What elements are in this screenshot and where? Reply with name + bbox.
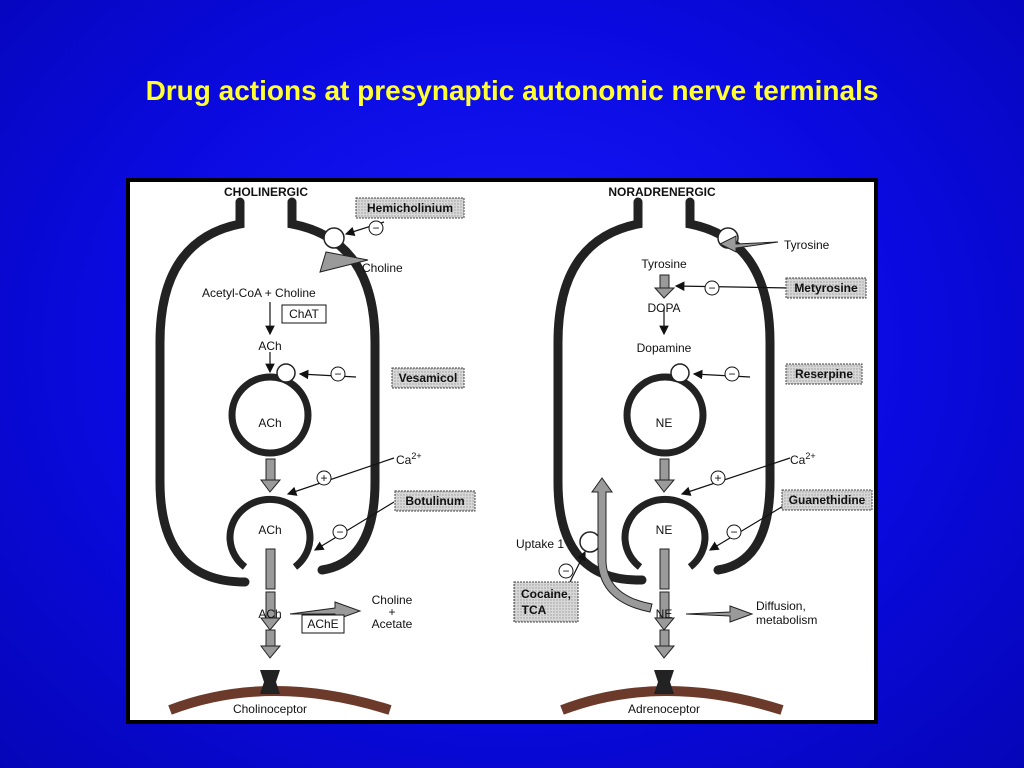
cholinoceptor-label: Cholinoceptor: [233, 702, 307, 716]
dopa-label: DOPA: [647, 301, 680, 315]
metabolism-label: metabolism: [756, 613, 817, 627]
cholinergic-terminal: [155, 197, 476, 715]
diffusion-label: Diffusion,: [756, 599, 806, 613]
ach-cytoplasm-label: ACh: [258, 339, 281, 353]
hemicholinium-label: Hemicholinium: [367, 201, 453, 215]
adrenoceptor-label: Adrenoceptor: [628, 702, 700, 716]
minus-symbol: −: [730, 525, 737, 539]
botulinum-label: Botulinum: [405, 494, 464, 508]
calcium-label-cholinergic: Ca2+: [396, 451, 422, 467]
guanethidine-label: Guanethidine: [789, 493, 866, 507]
uptake-1-label: Uptake 1: [516, 537, 564, 551]
tca-label: TCA: [522, 603, 547, 617]
ache-label: AChE: [307, 617, 338, 631]
chat-label: ChAT: [289, 307, 319, 321]
acetyl-coa-label: Acetyl-CoA + Choline: [202, 286, 316, 300]
vesamicol-label: Vesamicol: [399, 371, 458, 385]
minus-symbol: −: [336, 525, 343, 539]
reserpine-label: Reserpine: [795, 367, 853, 381]
products-acetate-label: Acetate: [372, 617, 413, 631]
cocaine-label: Cocaine,: [521, 587, 571, 601]
products-choline-label: Choline: [372, 593, 413, 607]
noradrenergic-terminal: [513, 197, 873, 715]
cholinergic-header: CHOLINERGIC: [224, 185, 308, 199]
choline-uptake-label: Choline: [362, 261, 403, 275]
ach-release-label: ACh: [258, 523, 281, 537]
tyrosine-inside-label: Tyrosine: [641, 257, 687, 271]
plus-symbol: +: [714, 471, 721, 485]
calcium-label-noradrenergic: Ca2+: [790, 451, 816, 467]
minus-symbol: −: [562, 564, 569, 578]
ach-vesicle-label: ACh: [258, 416, 281, 430]
diagram-canvas: CHOLINERGIC Hemicholinium Choline Acetyl…: [155, 185, 873, 716]
minus-symbol: −: [728, 367, 735, 381]
products-plus-label: +: [388, 605, 395, 619]
diagram-figure: CHOLINERGIC Hemicholinium Choline Acetyl…: [126, 178, 878, 724]
minus-symbol: −: [708, 281, 715, 295]
minus-symbol: −: [372, 221, 379, 235]
ne-cleft-label: NE: [656, 607, 673, 621]
dopamine-label: Dopamine: [637, 341, 692, 355]
slide-title: Drug actions at presynaptic autonomic ne…: [145, 75, 879, 106]
ne-vesicle-label: NE: [656, 416, 673, 430]
ne-release-label: NE: [656, 523, 673, 537]
noradrenergic-header: NORADRENERGIC: [608, 185, 716, 199]
tyrosine-outside-label: Tyrosine: [784, 238, 830, 252]
plus-symbol: +: [320, 471, 327, 485]
minus-symbol: −: [334, 367, 341, 381]
metyrosine-label: Metyrosine: [794, 281, 858, 295]
ach-cleft-label: ACh: [258, 607, 281, 621]
